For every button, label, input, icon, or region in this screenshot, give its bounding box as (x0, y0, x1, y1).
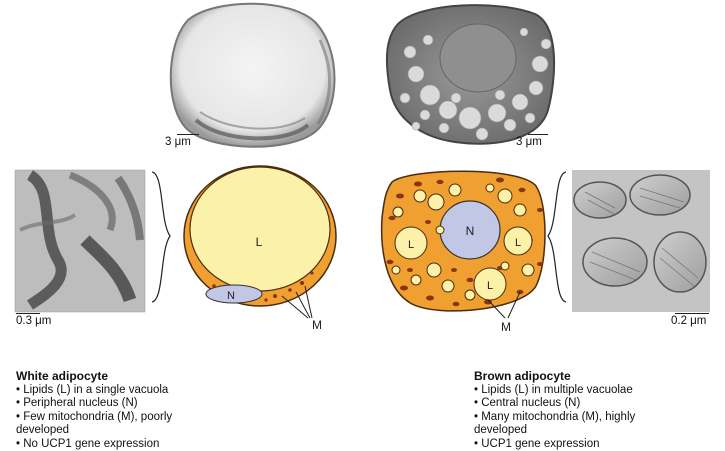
white-em-scale-label: 3 μm (165, 136, 191, 148)
brown-caption-line-1: • Lipids (L) in multiple vacuolae (474, 384, 635, 398)
white-caption-line-2: • Peripheral nucleus (N) (16, 397, 172, 411)
white-mito-scale-label: 0.3 μm (16, 315, 51, 327)
brown-em-scale-label: 3 μm (516, 136, 542, 148)
white-em-scale-bar: 3 μm (165, 134, 199, 148)
brown-mitochondria-micrograph (572, 170, 710, 312)
white-caption-title: White adipocyte (16, 370, 172, 384)
brown-bracket (548, 172, 566, 302)
brown-mito-label: M (501, 320, 511, 334)
white-mitochondria-micrograph (15, 170, 145, 312)
white-bracket (152, 172, 170, 302)
brown-mito-scale-bar: 0.2 μm (671, 313, 709, 327)
brown-caption-line-4: developed (474, 424, 635, 438)
brown-caption-line-2: • Central nucleus (N) (474, 397, 635, 411)
brown-caption-title: Brown adipocyte (474, 370, 635, 384)
white-mito-scale-bar: 0.3 μm (16, 313, 51, 327)
white-caption-line-3: • Few mitochondria (M), poorly (16, 411, 172, 425)
brown-caption-line-5: • UCP1 gene expression (474, 438, 635, 451)
brown-caption-line-3: • Many mitochondria (M), highly (474, 411, 635, 425)
brown-em-scale-bar: 3 μm (516, 134, 548, 148)
white-nucleus-label: N (227, 290, 235, 302)
white-mito-label: M (312, 318, 322, 332)
white-adipocyte-caption: White adipocyte • Lipids (L) in a single… (16, 370, 172, 451)
brown-adipocyte-em-micrograph (387, 5, 554, 144)
white-lipid-droplet (190, 167, 330, 291)
brown-lipid-label-1: L (408, 239, 414, 251)
brown-adipocyte-caption: Brown adipocyte • Lipids (L) in multiple… (474, 370, 635, 451)
brown-lipid-label-3: L (487, 280, 493, 292)
white-caption-line-1: • Lipids (L) in a single vacuola (16, 384, 172, 398)
brown-nucleus-label: N (466, 224, 475, 238)
white-caption-line-4: developed (16, 424, 172, 438)
brown-lipid-label-2: L (515, 237, 521, 249)
white-adipocyte-em-micrograph (171, 4, 335, 147)
white-lipid-label: L (256, 235, 263, 249)
brown-mito-scale-label: 0.2 μm (671, 315, 706, 327)
white-caption-line-5: • No UCP1 gene expression (16, 438, 172, 451)
